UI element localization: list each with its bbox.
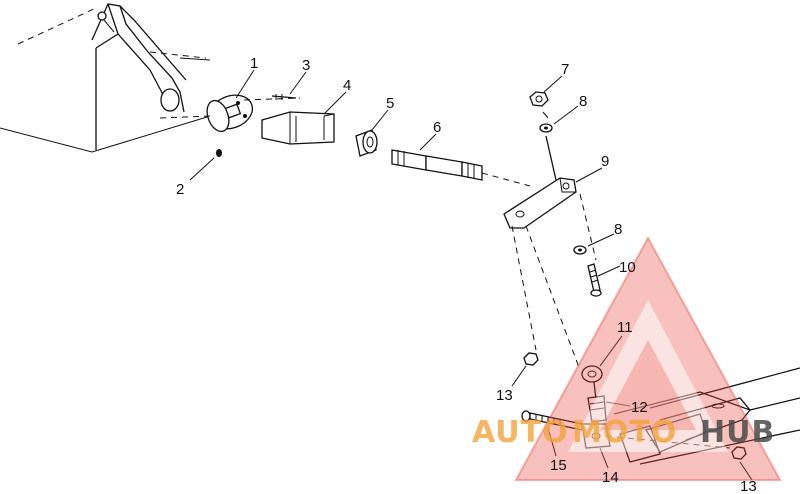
guide-line-c	[579, 193, 597, 261]
callout-4: 4	[343, 77, 351, 94]
part-8-washer-lower	[573, 245, 587, 255]
callout-15: 15	[550, 457, 567, 474]
callout-labels: 1 2 3 4 5 6 7 8 8 9 10 11 12 13 13 14 15	[176, 55, 757, 494]
guide-line-b	[525, 225, 581, 371]
leader-7-8	[542, 111, 549, 119]
watermark-text-auto: AUTO	[472, 415, 569, 450]
callout-11: 11	[617, 319, 633, 336]
part-10-bolt	[587, 263, 602, 297]
watermark-text-hub: HUB	[700, 415, 775, 450]
callout-12: 12	[631, 399, 648, 416]
part-12-linkage-rod	[587, 395, 607, 423]
callout-3: 3	[302, 57, 310, 74]
part-1-flange	[159, 94, 254, 133]
callout-1: 1	[250, 55, 258, 72]
watermark-triangle-outer	[514, 235, 782, 481]
part-4-block	[261, 111, 335, 145]
callout-13-upper: 13	[496, 387, 513, 404]
watermark-text: AUTO MOTO HUB	[472, 415, 775, 450]
part-6-shaft	[391, 149, 531, 187]
callout-10: 10	[619, 259, 636, 276]
part-14-clevis	[581, 423, 611, 449]
part-5-bushing	[355, 129, 378, 157]
callout-9: 9	[601, 153, 609, 170]
callout-13-lower: 13	[740, 478, 757, 494]
watermark-triangle-core	[600, 340, 696, 430]
callout-5: 5	[386, 95, 394, 112]
watermark-triangle-inner	[568, 300, 728, 452]
callout-2: 2	[176, 181, 184, 198]
part-2-screw	[216, 149, 222, 157]
watermark-text-moto: MOTO	[572, 415, 677, 450]
callout-7: 7	[561, 61, 569, 78]
part-15-bolt	[521, 410, 583, 431]
part-7-nut	[529, 91, 549, 107]
guide-line-a	[511, 225, 537, 351]
part-13-nut-lower	[731, 446, 747, 460]
watermark-logo	[514, 235, 782, 481]
housing-lower-right	[605, 367, 800, 465]
part-3-pin	[243, 94, 301, 101]
part-11-rod-end	[581, 365, 603, 401]
part-9-lever-arm	[503, 135, 577, 229]
callout-8-upper: 8	[579, 93, 587, 110]
part-8-washer-upper	[539, 123, 553, 133]
frame-bracket	[0, 3, 231, 153]
callout-14: 14	[602, 469, 619, 486]
callout-8-lower: 8	[614, 221, 622, 238]
callout-leaders	[189, 69, 753, 481]
part-13-nut-upper	[523, 352, 539, 366]
callout-6: 6	[433, 119, 441, 136]
